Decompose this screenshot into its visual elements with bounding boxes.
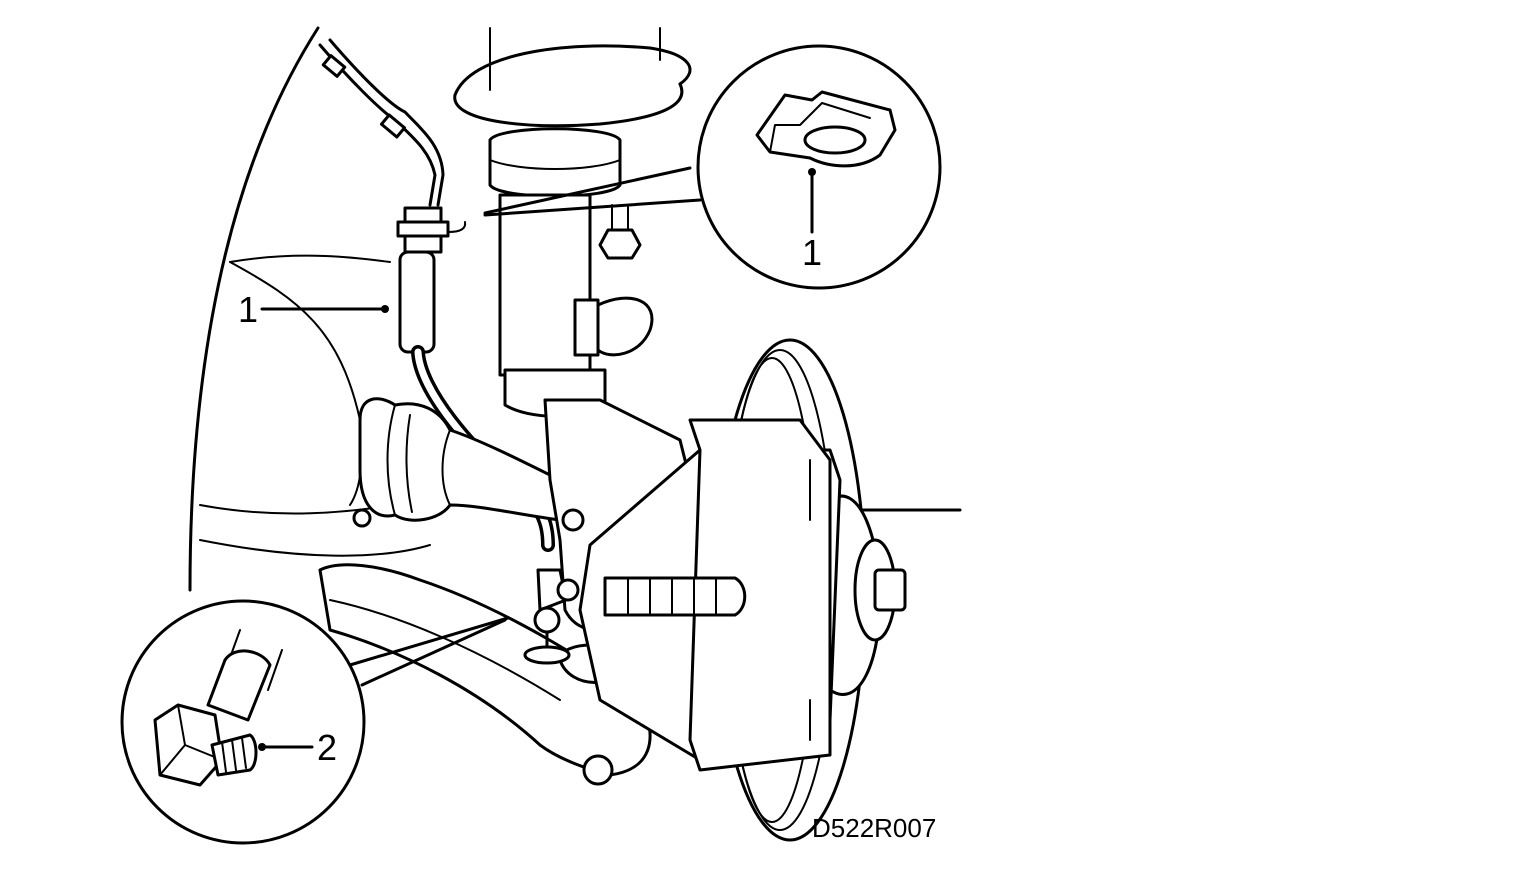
coil-spring <box>453 27 692 128</box>
hose-callout: 1 <box>238 289 389 330</box>
wheel-arch-outline <box>188 26 320 592</box>
hose-caliper-connection <box>523 568 580 665</box>
hose-label: 1 <box>238 289 258 330</box>
strut-assembly <box>488 127 654 418</box>
brake-pipe-upper <box>318 38 445 207</box>
brake-caliper <box>578 418 842 772</box>
inner-fender-contour <box>229 261 363 506</box>
clip-detail-callout: 1 <box>483 44 942 290</box>
banjo-bolt-icon <box>153 629 283 787</box>
lower-control-arm <box>318 563 652 786</box>
hose-bracket-fitting <box>396 206 467 254</box>
bolt-detail-callout: 2 <box>120 599 510 845</box>
strut-nut <box>598 204 642 260</box>
figure-code: D522R007 <box>812 813 936 843</box>
clip-detail-label: 1 <box>802 232 822 273</box>
wheel-hub <box>828 494 907 696</box>
bolt-detail-label: 2 <box>317 727 337 768</box>
retaining-clip-icon <box>755 90 897 168</box>
